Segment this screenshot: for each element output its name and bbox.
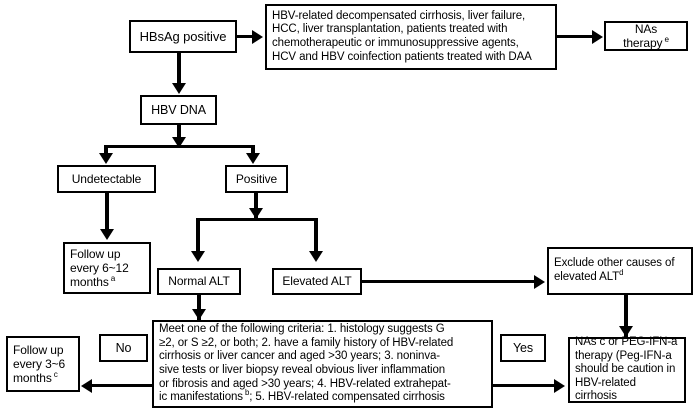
arrowhead-positive-bus bbox=[249, 208, 263, 219]
follow-up-3-6-line-2: every 3~6 bbox=[13, 356, 66, 371]
node-normal-alt-label: Normal ALT bbox=[168, 274, 230, 289]
criteria-line-2: ≥2, or S ≥2, or both; 2. have a family h… bbox=[159, 336, 454, 349]
arrowhead-to-nas-therapy bbox=[592, 29, 603, 44]
edge-elevated-alt-to-exclude-causes bbox=[362, 280, 536, 283]
edge-bus-to-positive bbox=[251, 145, 255, 159]
node-hbv-dna: HBV DNA bbox=[140, 95, 217, 125]
edge-exclude-causes-to-treatment bbox=[624, 295, 628, 338]
exclude-causes-line-2: elevated ALT bbox=[554, 271, 620, 283]
arrowhead-to-elevated-alt bbox=[309, 251, 323, 262]
node-normal-alt: Normal ALT bbox=[157, 268, 241, 295]
arrowhead-hbv-dna-bus bbox=[172, 137, 186, 148]
treatment-line-3: should be caution in bbox=[575, 363, 676, 376]
special-populations-line-3: chemotherapeutic or immunosuppressive ag… bbox=[272, 37, 519, 49]
node-exclude-other-causes: Exclude other causes of elevated ALTd bbox=[547, 247, 693, 295]
criteria-note-b: b bbox=[244, 388, 250, 398]
exclude-causes-note: d bbox=[619, 268, 624, 278]
node-hbsag-positive: HBsAg positive bbox=[129, 20, 237, 53]
follow-up-3-6-line-3: months bbox=[13, 371, 52, 386]
node-elevated-alt-label: Elevated ALT bbox=[282, 274, 352, 289]
arrowhead-to-hbv-dna bbox=[172, 83, 186, 94]
follow-up-6-12-line-1: Follow up bbox=[70, 246, 121, 261]
edge-hbv-dna-down bbox=[177, 125, 181, 145]
criteria-line-5: or fibrosis and aged >30 years; 4. HBV-r… bbox=[159, 377, 451, 390]
node-hbsag-positive-label: HBsAg positive bbox=[139, 28, 227, 44]
edge-bus-to-undetectable bbox=[104, 145, 108, 159]
arrowhead-to-normal-alt bbox=[191, 251, 205, 262]
criteria-line-1: Meet one of the following criteria: 1. h… bbox=[159, 323, 445, 336]
arrowhead-to-follow-up-3-6 bbox=[81, 378, 92, 393]
arrowhead-to-exclude-causes bbox=[534, 274, 545, 289]
edge-label-no-text: No bbox=[115, 340, 132, 355]
edge-special-populations-to-nas-therapy bbox=[557, 35, 595, 38]
node-hbv-dna-label: HBV DNA bbox=[151, 102, 206, 117]
node-special-populations: HBV-related decompensated cirrhosis, liv… bbox=[265, 4, 557, 70]
edge-label-yes: Yes bbox=[500, 334, 546, 362]
criteria-line-6a: ic manifestations bbox=[159, 391, 243, 404]
follow-up-3-6-note: c bbox=[53, 370, 58, 380]
node-nas-therapy-label: NAs therapy bbox=[623, 21, 663, 50]
treatment-line-2: therapy (Peg-IFN-a bbox=[575, 349, 672, 362]
criteria-line-3: cirrhosis or liver cancer and aged >30 y… bbox=[159, 350, 440, 363]
arrowhead-to-follow-up-6-12 bbox=[100, 229, 114, 240]
arrowhead-to-criteria bbox=[192, 309, 206, 320]
node-nas-therapy-note: e bbox=[664, 35, 669, 44]
node-positive: Positive bbox=[225, 165, 288, 193]
arrowhead-to-treatment-horizontal bbox=[554, 378, 565, 393]
treatment-line-1: NAs c or PEG-IFN-a bbox=[575, 336, 678, 349]
edge-criteria-to-treatment bbox=[492, 384, 556, 387]
special-populations-line-4: HCV and HBV coinfection patients treated… bbox=[272, 50, 532, 63]
treatment-line-4: HBV-related cirrhosis bbox=[575, 376, 636, 403]
edge-label-no: No bbox=[99, 334, 148, 362]
node-undetectable: Undetectable bbox=[57, 165, 156, 193]
edge-positive-down bbox=[254, 193, 258, 218]
follow-up-6-12-line-3: months bbox=[70, 275, 109, 290]
special-populations-line-1: HBV-related decompensated cirrhosis, liv… bbox=[272, 9, 526, 22]
follow-up-3-6-line-1: Follow up bbox=[13, 342, 64, 357]
node-elevated-alt: Elevated ALT bbox=[272, 268, 362, 295]
edge-bus-to-normal-alt bbox=[196, 218, 200, 254]
arrowhead-to-positive bbox=[246, 153, 260, 164]
follow-up-6-12-line-2: every 6~12 bbox=[70, 260, 129, 275]
node-treatment-criteria: Meet one of the following criteria: 1. h… bbox=[152, 320, 493, 408]
special-populations-line-2: HCC, liver transplantation, patients tre… bbox=[272, 23, 508, 36]
arrowhead-to-special-populations bbox=[252, 29, 263, 44]
edge-bus-to-elevated-alt bbox=[314, 218, 318, 254]
criteria-line-6b: ; 5. HBV-related compensated cirrhosis bbox=[249, 391, 445, 404]
node-positive-label: Positive bbox=[235, 171, 278, 186]
criteria-line-4: sive tests or liver biopsy reveal obviou… bbox=[159, 364, 446, 376]
edge-undetectable-to-follow-up bbox=[105, 193, 109, 231]
bus-positive-split bbox=[196, 218, 318, 221]
node-undetectable-label: Undetectable bbox=[71, 171, 142, 186]
edge-label-yes-text: Yes bbox=[512, 340, 534, 355]
edge-hbsag-to-hbv-dna bbox=[177, 53, 181, 85]
arrowhead-to-undetectable bbox=[99, 153, 113, 164]
edge-hbsag-to-special-populations bbox=[237, 35, 256, 38]
exclude-causes-line-1: Exclude other causes of bbox=[554, 257, 675, 270]
follow-up-6-12-note: a bbox=[110, 274, 116, 284]
edge-normal-alt-to-criteria bbox=[197, 295, 201, 321]
node-antiviral-treatment: NAs c or PEG-IFN-a therapy (Peg-IFN-a sh… bbox=[568, 336, 686, 403]
edge-criteria-to-follow-up-3-6 bbox=[92, 384, 154, 387]
arrowhead-to-treatment-vertical bbox=[619, 326, 633, 337]
